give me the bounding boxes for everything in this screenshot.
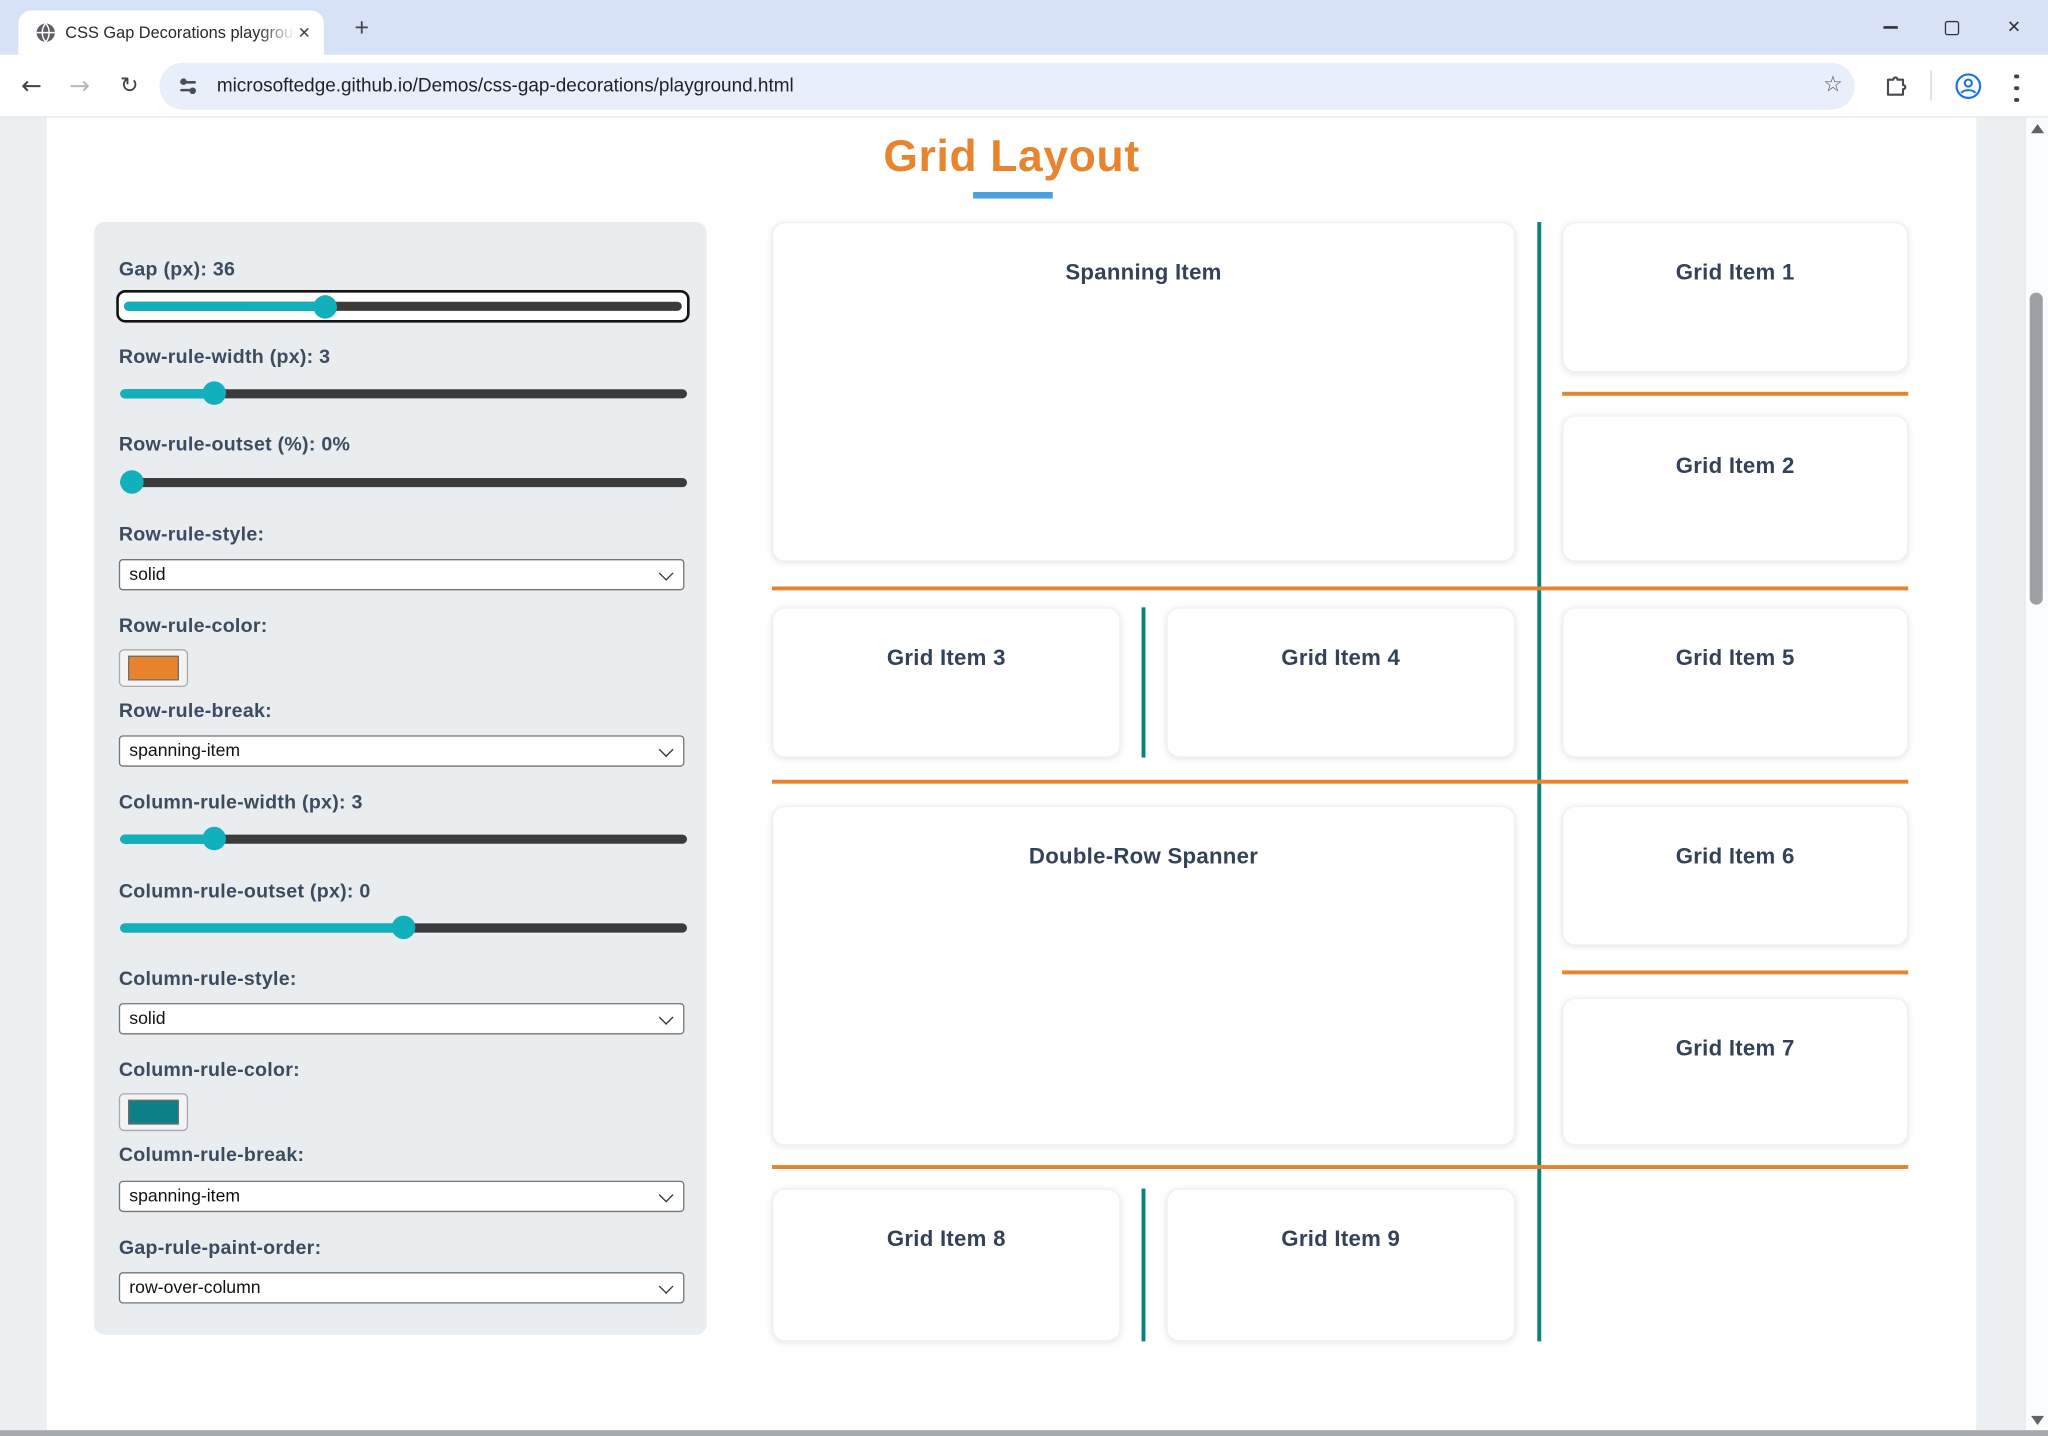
- select-value: spanning-item: [129, 1185, 241, 1206]
- address-bar[interactable]: microsoftedge.github.io/Demos/css-gap-de…: [159, 62, 1855, 110]
- row-rule: [771, 779, 1909, 784]
- slider-fill: [120, 388, 214, 398]
- slider-thumb[interactable]: [391, 915, 416, 940]
- slider-thumb[interactable]: [313, 294, 337, 319]
- extensions-icon[interactable]: [1883, 73, 1908, 98]
- grid-item-card: Grid Item 9: [1166, 1188, 1516, 1342]
- page-title: Grid Layout: [883, 131, 1140, 182]
- column-rule: [1141, 1188, 1146, 1342]
- chevron-down-icon: [658, 742, 674, 758]
- grid-item-card: Double-Row Spanner: [771, 805, 1516, 1146]
- column-rule-width-slider[interactable]: [120, 826, 688, 851]
- color-swatch: [127, 1099, 179, 1125]
- gap-slider-focus-ring: [116, 289, 690, 323]
- vertical-scrollbar[interactable]: [2024, 117, 2048, 1436]
- slider-fill: [120, 922, 404, 932]
- row-rule-outset-label: Row-rule-outset (%): 0%: [118, 433, 351, 456]
- column-rule-style-label: Column-rule-style:: [118, 967, 297, 991]
- grid-item-card: Grid Item 8: [771, 1188, 1121, 1342]
- column-rule-break-select[interactable]: spanning-item: [118, 1180, 685, 1213]
- scroll-up-arrow-icon[interactable]: [2030, 124, 2044, 134]
- page-viewport: Grid Layout Gap (px): 36 Row-rule-width …: [0, 117, 2048, 1436]
- select-value: solid: [129, 1008, 166, 1028]
- slider-fill: [120, 833, 214, 844]
- slider-track[interactable]: [124, 301, 682, 311]
- gap-rule-paint-order-select[interactable]: row-over-column: [118, 1272, 685, 1304]
- browser-menu-icon[interactable]: [2010, 72, 2023, 105]
- slider-thumb[interactable]: [201, 381, 226, 405]
- row-rule-outset-slider[interactable]: [119, 470, 688, 494]
- browser-toolbar: ← → ↻ microsoftedge.github.io/Demos/css-…: [0, 54, 2048, 118]
- window-minimize-button[interactable]: [1866, 0, 1913, 55]
- row-rule-color-label: Row-rule-color:: [118, 615, 268, 638]
- globe-favicon-icon: [36, 23, 55, 43]
- tab-strip: CSS Gap Decorations playground ✕ + ✕: [0, 0, 2048, 55]
- column-rule-color-input[interactable]: [118, 1093, 189, 1132]
- slider-track[interactable]: [120, 833, 688, 844]
- row-rule-width-label: Row-rule-width (px): 3: [118, 346, 331, 369]
- browser-tab[interactable]: CSS Gap Decorations playground ✕: [18, 10, 324, 55]
- scrollbar-thumb[interactable]: [2029, 292, 2043, 605]
- url-text: microsoftedge.github.io/Demos/css-gap-de…: [216, 75, 794, 97]
- row-rule: [1562, 970, 1909, 975]
- slider-thumb[interactable]: [119, 470, 144, 494]
- grid-item-card: Spanning Item: [771, 222, 1516, 562]
- gap-rule-paint-order-label: Gap-rule-paint-order:: [118, 1236, 322, 1260]
- grid-item-card: Grid Item 1: [1562, 222, 1909, 373]
- window-close-button[interactable]: ✕: [2006, 17, 2022, 38]
- grid-item-card: Grid Item 7: [1562, 997, 1909, 1146]
- bookmark-star-icon[interactable]: ☆: [1823, 71, 1843, 98]
- profile-avatar-icon[interactable]: [1954, 72, 1983, 101]
- row-rule-color-input[interactable]: [118, 649, 189, 688]
- window-bottom-edge: [0, 1429, 2048, 1436]
- row-rule-break-label: Row-rule-break:: [118, 700, 272, 723]
- grid-item-card: Grid Item 2: [1562, 415, 1909, 562]
- chevron-down-icon: [658, 1010, 674, 1025]
- controls-panel: Gap (px): 36 Row-rule-width (px): 3 Row-…: [94, 222, 707, 1335]
- row-rule: [1562, 391, 1909, 396]
- toolbar-divider: [1930, 70, 1932, 101]
- row-rule-style-label: Row-rule-style:: [118, 523, 265, 546]
- color-swatch: [127, 655, 179, 681]
- chevron-down-icon: [658, 565, 674, 581]
- grid-item-card: Grid Item 4: [1166, 607, 1516, 758]
- chevron-down-icon: [658, 1187, 674, 1203]
- reload-button[interactable]: ↻: [119, 72, 139, 99]
- site-info-icon[interactable]: [180, 78, 196, 94]
- column-rule-outset-label: Column-rule-outset (px): 0: [118, 880, 371, 903]
- row-rule-width-slider[interactable]: [120, 381, 688, 405]
- select-value: row-over-column: [129, 1277, 261, 1297]
- gap-slider[interactable]: [124, 294, 682, 319]
- row-rule-style-select[interactable]: solid: [118, 559, 685, 591]
- gap-slider-label: Gap (px): 36: [118, 258, 236, 281]
- column-rule-break-label: Column-rule-break:: [118, 1144, 305, 1167]
- column-rule-color-label: Column-rule-color:: [118, 1059, 300, 1082]
- column-rule: [1141, 607, 1146, 758]
- grid-item-card: Grid Item 5: [1562, 607, 1909, 758]
- new-tab-button[interactable]: +: [354, 14, 370, 42]
- forward-button[interactable]: →: [69, 71, 91, 100]
- tab-title: CSS Gap Decorations playground: [65, 23, 301, 42]
- row-rule: [771, 1165, 1909, 1169]
- select-value: spanning-item: [129, 740, 241, 761]
- slider-fill: [124, 301, 325, 311]
- slider-thumb[interactable]: [201, 826, 226, 851]
- grid-item-card: Grid Item 6: [1562, 805, 1909, 946]
- column-rule-outset-slider[interactable]: [120, 915, 688, 940]
- scroll-down-arrow-icon[interactable]: [2030, 1415, 2044, 1425]
- row-rule: [771, 586, 1909, 591]
- window-maximize-button[interactable]: [1928, 0, 1975, 55]
- column-rule-style-select[interactable]: solid: [118, 1003, 685, 1035]
- row-rule-break-select[interactable]: spanning-item: [118, 735, 685, 767]
- title-underline: [973, 191, 1053, 199]
- chevron-down-icon: [658, 1279, 674, 1294]
- slider-track[interactable]: [120, 477, 688, 487]
- back-button[interactable]: ←: [20, 71, 42, 100]
- column-rule-width-label: Column-rule-width (px): 3: [118, 791, 363, 814]
- slider-track[interactable]: [120, 388, 688, 398]
- tab-close-icon[interactable]: ✕: [297, 23, 311, 42]
- grid-item-card: Grid Item 3: [771, 607, 1121, 758]
- select-value: solid: [129, 564, 166, 584]
